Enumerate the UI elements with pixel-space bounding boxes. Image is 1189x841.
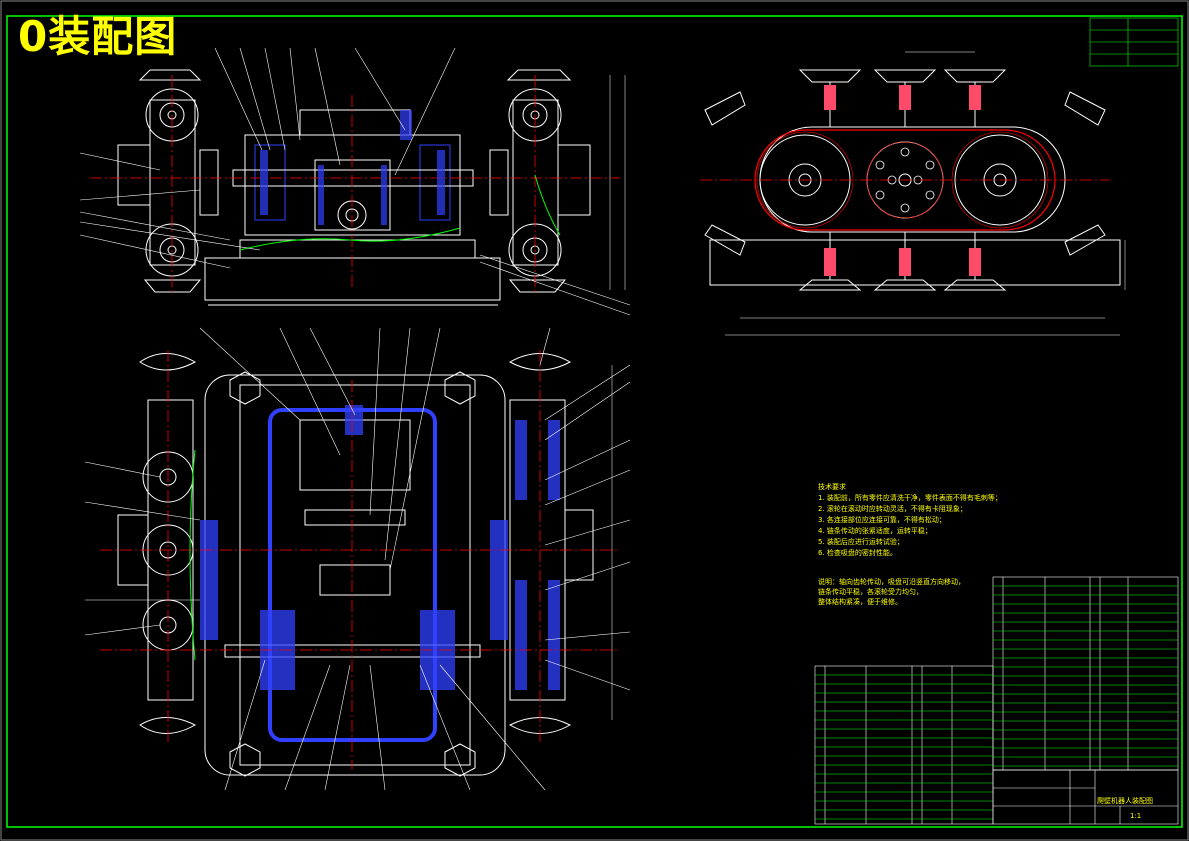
note-line: 链条传动平稳，各滚轮受力均匀， [818, 588, 923, 596]
tech-req-line: 6. 检查吸盘的密封性能。 [818, 549, 897, 557]
technical-requirements: 技术要求 1. 装配前，所有零件应清洗干净，零件表面不得有毛刺等； 2. 滚轮在… [818, 482, 1008, 559]
tech-req-line: 5. 装配后应进行运转试验； [818, 538, 904, 546]
title-block [992, 769, 1179, 825]
title-block-scale: 1:1 [1130, 812, 1142, 820]
parts-list-upper-rows [993, 585, 1178, 767]
page-title: 0装配图 [18, 12, 178, 61]
note-line: 说明：轴向齿轮传动，吸盘可沿竖直方向移动， [818, 578, 965, 586]
tech-req-line: 4. 链条传动的张紧适度，运转平稳； [818, 527, 932, 535]
revision-block [1089, 17, 1179, 67]
note-line: 整体结构紧凑，便于维修。 [818, 598, 902, 606]
front-view-centerlines [90, 75, 620, 295]
top-view-section-fill [200, 405, 560, 690]
side-view-springs [824, 85, 981, 276]
parts-list-upper [992, 576, 1179, 771]
parts-list-lower-rows [815, 674, 993, 820]
top-view-leaders [84, 327, 631, 791]
front-view-leaders [79, 47, 631, 316]
title-block-name: 爬壁机器人装配图 [1097, 797, 1153, 805]
front-view [117, 69, 591, 306]
top-view-centerlines [100, 350, 620, 770]
tech-req-line: 技术要求 [818, 483, 846, 491]
parts-list-lower [814, 665, 994, 825]
top-view-breakline [189, 449, 196, 661]
notes-block: 说明：轴向齿轮传动，吸盘可沿竖直方向移动， 链条传动平稳，各滚轮受力均匀， 整体… [818, 577, 993, 607]
tech-req-line: 2. 滚轮在滚动时应转动灵活，不得有卡阻现象； [818, 505, 967, 513]
front-view-breakline-left [239, 227, 461, 251]
drawing-frame [6, 15, 1183, 828]
front-view-breakline-right [534, 174, 561, 236]
front-view-dimensions [205, 75, 626, 301]
front-view-section-fill [260, 110, 445, 225]
side-view-dimensions [725, 51, 1126, 336]
tech-req-line: 1. 装配前，所有零件应清洗干净，零件表面不得有毛刺等； [818, 494, 1002, 502]
right-rollers [506, 69, 591, 293]
tech-req-line: 3. 各连接部位应连接可靠，不得有松动； [818, 516, 946, 524]
